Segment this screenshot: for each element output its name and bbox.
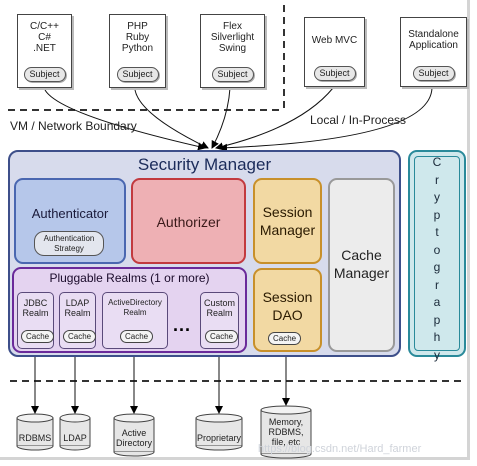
arrow-client-flex [211,87,231,149]
arrow-client-php [134,89,209,149]
realm-ldap-cache: Cache [63,330,97,343]
subject-pill: Subject [211,67,254,82]
db-cylinder-rdbms [16,413,54,451]
client-standalone-line-1: Standalone [408,29,459,40]
datastore-ad-line-2: Directory [115,438,152,448]
authorizer-label: Authorizer [156,214,221,230]
datastore-ldap-line-1: LDAP [63,433,87,443]
realm-ad-line-1: ActiveDirectory [108,298,162,307]
datastore-ad-label: Active Directory [112,428,156,448]
datastore-rdbms-line-1: RDBMS [18,433,52,443]
client-php-line-3: Python [121,43,154,54]
session-dao-cache: Cache [268,332,302,345]
client-flex-line-3: Swing [218,43,247,54]
cryptography-box [408,150,466,357]
crypto-letter: r [435,277,439,292]
session-dao-line-2: DAO [272,307,303,323]
cache-manager-label: Cache Manager [328,246,395,282]
arrow-client-webmvc [215,87,334,151]
datastore-memory-line-3: file, etc [271,437,301,447]
authorizer-box [131,178,246,264]
datastore-memory-line-2: RDBMS, [268,427,304,437]
datastore-proprietary-line-1: Proprietary [196,433,241,443]
crypto-letter: g [433,260,441,274]
session-manager-box [253,178,322,264]
client-web-mvc: Web MVC Subject [304,17,365,87]
client-cpp: C/C++C#.NET Subject [17,14,72,88]
realm-custom-line-1: Custom [203,298,235,308]
more-realms-ellipsis: ... [173,315,192,335]
realm-ad-line-2: Realm [123,308,147,317]
subject-pill: Subject [313,66,356,81]
cache-manager-box [328,178,395,352]
db-cylinder-proprietary [195,413,243,451]
db-cylinder-memory [260,405,312,459]
crypto-letter: y [434,347,440,362]
arrow-client-cpp [44,89,206,151]
client-cpp-line-1: C/C++ [30,21,59,32]
client-php-line-2: Ruby [125,32,150,43]
datastore-memory-line-1: Memory, [268,417,304,427]
crypto-letter: C [432,155,442,169]
session-manager-label: Session Manager [253,203,322,239]
datastore-proprietary-label: Proprietary [194,433,244,443]
authentication-strategy: Authentication Strategy [34,231,104,256]
crypto-letter: p [433,207,441,222]
cache-manager-line-2: Manager [333,265,390,281]
strategy-line-2: Strategy [54,244,84,253]
session-dao-label: Session DAO [253,288,322,324]
realm-jdbc-line-2: Realm [22,308,49,318]
crypto-letter: a [433,295,441,309]
client-php-line-1: PHP [127,21,148,32]
strategy-line-1: Authentication [43,234,95,243]
crypto-letter: o [433,242,441,257]
realm-custom-cache: Cache [205,330,239,343]
session-manager-line-2: Manager [259,222,316,238]
datastore-memory-label: Memory, RDBMS, file, etc [261,417,311,447]
crypto-letter: y [434,190,440,204]
client-cpp-line-2: C# [38,32,51,43]
local-process-label: Local / In-Process [310,113,407,127]
client-standalone-line-2: Application [409,40,458,51]
realm-ldap-line-2: Realm [64,308,91,318]
cache-manager-line-1: Cache [341,247,382,263]
datastore-ldap-label: LDAP [58,433,92,443]
session-dao-line-1: Session [262,289,313,305]
authenticator-label: Authenticator [31,206,109,221]
arrow-client-standalone [219,87,433,152]
cryptography-label: C r y p t o g r a p h y [414,154,460,364]
realm-ad-cache: Cache [120,330,154,343]
crypto-letter: p [433,312,441,327]
subject-pill: Subject [412,66,455,81]
pluggable-realms-label: Pluggable Realms (1 or more) [49,271,210,285]
client-webmvc-line-1: Web MVC [311,35,358,46]
datastore-rdbms-label: RDBMS [14,433,56,443]
realm-jdbc-cache: Cache [21,330,55,343]
realm-jdbc-line-1: JDBC [23,298,48,308]
datastore-ad-line-1: Active [121,428,147,438]
image-frame [0,0,470,460]
crypto-letter: h [433,330,441,344]
vm-boundary-label: VM / Network Boundary [10,119,137,133]
crypto-letter: t [435,225,439,239]
realm-ldap-line-1: LDAP [65,298,90,308]
subject-pill: Subject [23,67,66,82]
security-manager-title: Security Manager [137,155,272,174]
cryptography-inner-border [414,156,460,351]
client-flex-line-1: Flex [223,21,242,32]
client-flex-line-2: Silverlight [210,32,255,43]
session-manager-line-1: Session [262,204,313,220]
crypto-letter: r [435,172,439,187]
subject-pill: Subject [116,67,159,82]
watermark-text: https://blog.csdn.net/Hard_farmer [258,443,422,455]
client-cpp-line-3: .NET [33,43,56,54]
realm-custom-line-2: Realm [206,308,233,318]
db-cylinder-ldap [59,413,91,451]
db-cylinder-active-directory [113,413,155,457]
